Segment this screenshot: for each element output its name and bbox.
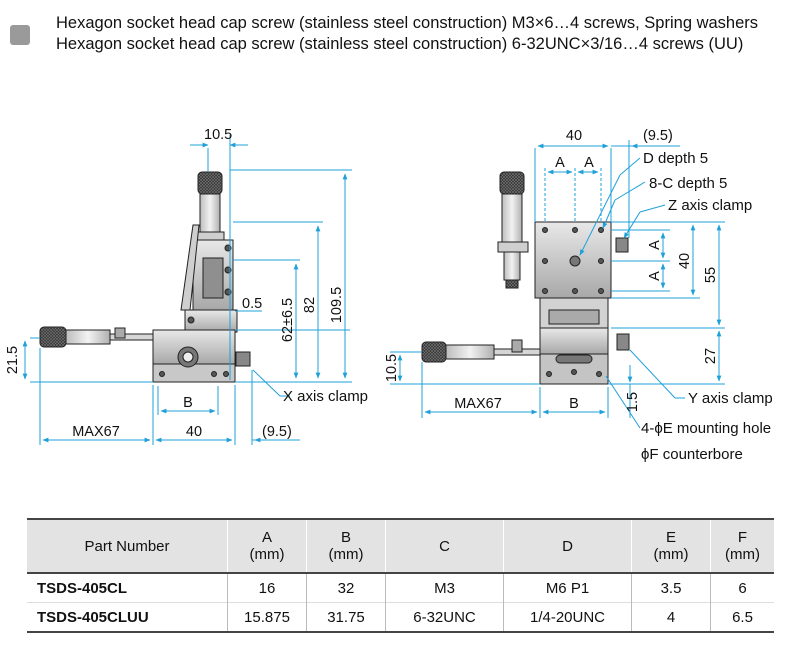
dim-right-b: B <box>569 396 579 412</box>
col-header-e: E(mm) <box>631 519 711 573</box>
dim-right-40: 40 <box>566 128 582 144</box>
cell-b: 31.75 <box>306 602 386 632</box>
header-notes: Hexagon socket head cap screw (stainless… <box>56 13 758 55</box>
cell-e: 3.5 <box>631 572 711 603</box>
header-line-1: Hexagon socket head cap screw (stainless… <box>56 14 759 32</box>
cell-part-number: TSDS-405CLUU <box>27 602 228 632</box>
dim-left-9-5: (9.5) <box>262 424 292 440</box>
dim-left-0-5: 0.5 <box>242 296 262 312</box>
dim-right-1-5: 1.5 <box>625 392 641 412</box>
label-z-axis-clamp: Z axis clamp <box>668 197 752 214</box>
label-mounting-hole: 4-ϕE mounting hole <box>641 420 771 437</box>
dim-left-40: 40 <box>186 424 202 440</box>
dim-left-21-5: 21.5 <box>5 346 21 374</box>
col-header-a: A(mm) <box>227 519 307 573</box>
dim-left-b: B <box>183 395 193 411</box>
dim-right-27: 27 <box>703 348 719 364</box>
spec-table: Part Number A(mm) B(mm) C D E(mm) F(mm) … <box>27 518 774 633</box>
label-c-depth: 8-C depth 5 <box>649 175 727 192</box>
dim-right-a1: A <box>555 155 565 171</box>
table-header-row: Part Number A(mm) B(mm) C D E(mm) F(mm) <box>27 519 774 573</box>
cell-c: 6-32UNC <box>385 602 504 632</box>
dim-right-va2: A <box>647 271 663 281</box>
table-row: TSDS-405CLUU 15.875 31.75 6-32UNC 1/4-20… <box>27 602 774 632</box>
cell-e: 4 <box>631 602 711 632</box>
cell-d: 1/4-20UNC <box>503 602 632 632</box>
col-header-part-number: Part Number <box>27 519 228 573</box>
left-stage-drawing <box>39 171 251 383</box>
dim-left-82: 82 <box>302 297 318 313</box>
table-row: TSDS-405CL 16 32 M3 M6 P1 3.5 6 <box>27 572 774 603</box>
dim-right-10-5: 10.5 <box>384 354 400 382</box>
dim-left-109-5: 109.5 <box>329 287 345 323</box>
cell-d: M6 P1 <box>503 572 632 603</box>
col-header-b: B(mm) <box>306 519 386 573</box>
cell-b: 32 <box>306 572 386 603</box>
dim-right-55: 55 <box>703 267 719 283</box>
cell-f: 6 <box>710 572 774 603</box>
technical-drawing: 10.5 109.5 82 62±6.5 0.5 21.5 B MAX67 40… <box>5 127 773 463</box>
dim-left-62: 62±6.5 <box>280 298 296 342</box>
note-icon <box>10 25 30 45</box>
dim-right-va1: A <box>647 240 663 250</box>
cell-f: 6.5 <box>710 602 774 632</box>
dim-right-40v: 40 <box>677 253 693 269</box>
cell-c: M3 <box>385 572 504 603</box>
dim-left-max67: MAX67 <box>72 424 120 440</box>
header-line-2: Hexagon socket head cap screw (stainless… <box>56 35 744 53</box>
label-d-depth: D depth 5 <box>643 150 708 167</box>
dim-left-top-width: 10.5 <box>204 127 232 143</box>
label-counterbore: ϕF counterbore <box>641 446 743 463</box>
col-header-d: D <box>503 519 632 573</box>
dim-right-a2: A <box>584 155 594 171</box>
left-dimensions <box>22 135 352 445</box>
right-dimensions <box>390 140 725 429</box>
cell-a: 16 <box>227 572 307 603</box>
cell-part-number: TSDS-405CL <box>27 572 228 603</box>
cell-a: 15.875 <box>227 602 307 632</box>
right-stage-drawing <box>421 171 630 385</box>
dim-right-max67: MAX67 <box>454 396 502 412</box>
label-x-axis-clamp: X axis clamp <box>283 388 368 405</box>
label-y-axis-clamp: Y axis clamp <box>688 390 773 407</box>
col-header-c: C <box>385 519 504 573</box>
dim-right-9-5: (9.5) <box>643 128 673 144</box>
col-header-f: F(mm) <box>710 519 774 573</box>
